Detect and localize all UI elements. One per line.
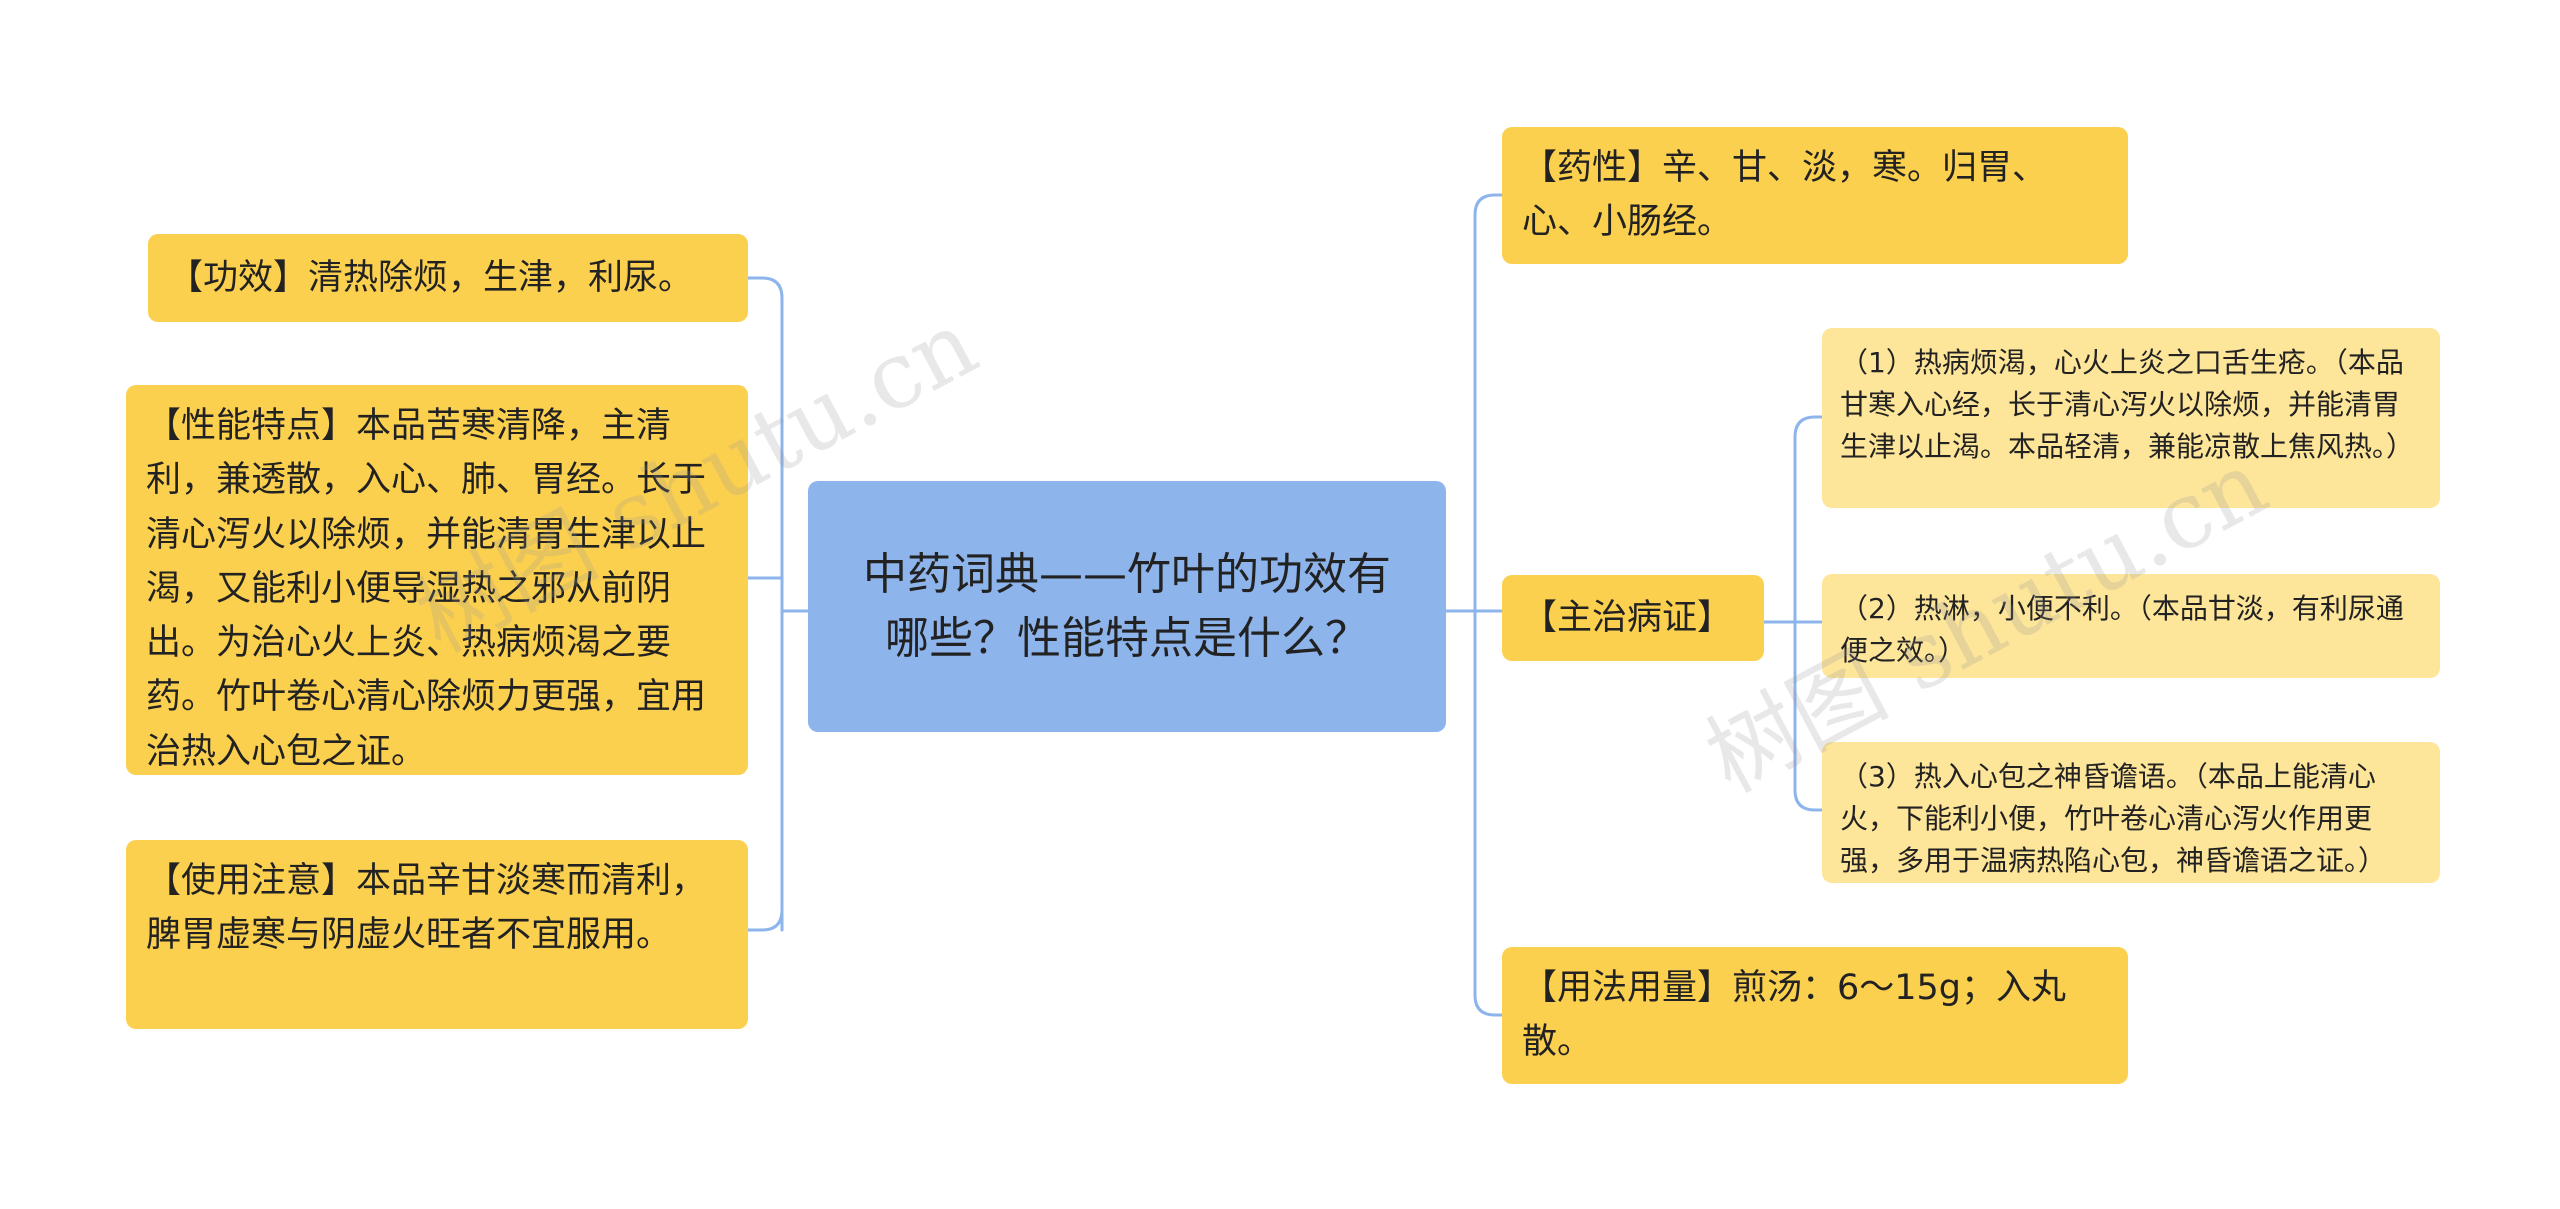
connector-left-1 — [746, 276, 784, 300]
subtopic-indication-3-text: （3）热入心包之神昏谵语。（本品上能清心火，下能利小便，竹叶卷心清心泻火作用更强… — [1840, 760, 2387, 877]
connector-right-3 — [1473, 993, 1504, 1017]
central-topic-text: 中药词典——竹叶的功效有哪些？性能特点是什么？ — [863, 548, 1391, 664]
connector-sub-1 — [1793, 415, 1824, 439]
subtopic-indication-3[interactable]: （3）热入心包之神昏谵语。（本品上能清心火，下能利小便，竹叶卷心清心泻火作用更强… — [1822, 742, 2440, 883]
topic-dosage[interactable]: 【用法用量】煎汤：6～15g；入丸散。 — [1502, 947, 2128, 1084]
subtopic-indication-2[interactable]: （2）热淋，小便不利。（本品甘淡，有利尿通便之效。） — [1822, 574, 2440, 678]
topic-precautions-text: 【使用注意】本品辛甘淡寒而清利，脾胃虚寒与阴虚火旺者不宜服用。 — [146, 861, 707, 956]
subtopic-indication-1-text: （1）热病烦渴，心火上炎之口舌生疮。（本品甘寒入心经，长于清心泻火以除烦，并能清… — [1840, 346, 2415, 463]
connector-left-3 — [746, 908, 784, 932]
subtopic-indication-2-text: （2）热淋，小便不利。（本品甘淡，有利尿通便之效。） — [1840, 592, 2404, 667]
topic-dosage-text: 【用法用量】煎汤：6～15g；入丸散。 — [1522, 968, 2067, 1063]
topic-properties[interactable]: 【药性】辛、甘、淡，寒。归胃、心、小肠经。 — [1502, 127, 2128, 264]
subtopic-indication-1[interactable]: （1）热病烦渴，心火上炎之口舌生疮。（本品甘寒入心经，长于清心泻火以除烦，并能清… — [1822, 328, 2440, 508]
topic-efficacy[interactable]: 【功效】清热除烦，生津，利尿。 — [148, 234, 748, 322]
connector-sub-3 — [1793, 788, 1824, 812]
topic-precautions[interactable]: 【使用注意】本品辛甘淡寒而清利，脾胃虚寒与阴虚火旺者不宜服用。 — [126, 840, 748, 1029]
connector-right-1 — [1473, 193, 1504, 217]
topic-indications-text: 【主治病证】 — [1522, 597, 1733, 638]
topic-characteristics[interactable]: 【性能特点】本品苦寒清降，主清利，兼透散，入心、肺、胃经。长于清心泻火以除烦，并… — [126, 385, 748, 775]
central-topic[interactable]: 中药词典——竹叶的功效有哪些？性能特点是什么？ — [808, 481, 1446, 732]
topic-efficacy-text: 【功效】清热除烦，生津，利尿。 — [168, 257, 694, 298]
topic-characteristics-text: 【性能特点】本品苦寒清降，主清利，兼透散，入心、肺、胃经。长于清心泻火以除烦，并… — [146, 406, 707, 772]
topic-properties-text: 【药性】辛、甘、淡，寒。归胃、心、小肠经。 — [1522, 148, 2048, 243]
topic-indications[interactable]: 【主治病证】 — [1502, 575, 1764, 661]
